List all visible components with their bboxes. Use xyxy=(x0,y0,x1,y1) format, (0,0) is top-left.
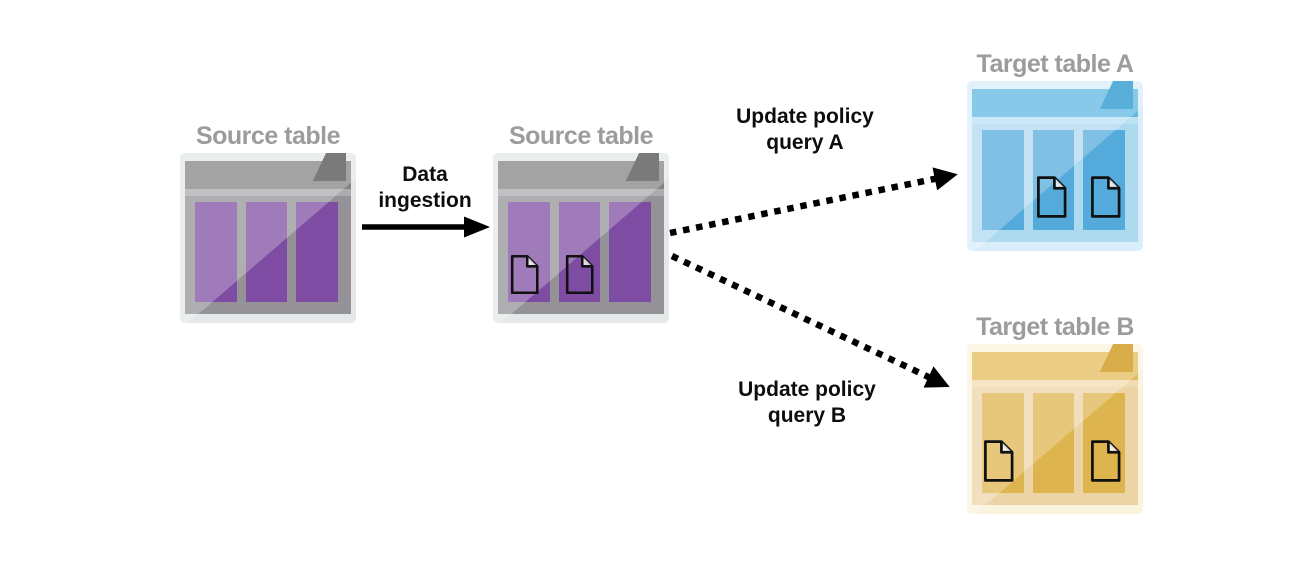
table-column xyxy=(195,202,237,302)
document-icon xyxy=(1089,175,1122,219)
table-column xyxy=(982,130,1024,230)
source-table-1-label: Source table xyxy=(195,122,341,150)
source-table-2-label: Source table xyxy=(508,122,654,150)
table-header-underline xyxy=(972,380,1138,387)
document-icon xyxy=(982,439,1015,483)
update-policy-b-label: Update policy query B xyxy=(712,377,902,429)
source-table-1-block: Source table xyxy=(180,122,356,323)
update-policy-a-label: Update policy query A xyxy=(710,104,900,156)
target-table-b-block: Target table B xyxy=(967,313,1143,514)
source-table-1-graphic xyxy=(180,153,356,323)
arrowhead xyxy=(464,216,490,238)
table-header-underline xyxy=(185,189,351,196)
target-table-b-label: Target table B xyxy=(976,313,1134,341)
source-table-2-block: Source table xyxy=(493,122,669,323)
source-table-2-graphic xyxy=(493,153,669,323)
document-icon xyxy=(564,252,595,297)
table-body xyxy=(185,196,351,314)
target-table-a-label: Target table A xyxy=(976,50,1134,78)
document-icon xyxy=(509,252,540,297)
table-header-underline xyxy=(498,189,664,196)
table-column xyxy=(508,202,550,302)
target-table-a-block: Target table A xyxy=(967,50,1143,251)
target-table-b-graphic xyxy=(967,344,1143,514)
table-column xyxy=(245,202,288,302)
document-icon xyxy=(1089,439,1122,483)
table-column xyxy=(296,202,339,302)
data-ingestion-arrow xyxy=(362,216,490,238)
table-header-underline xyxy=(972,117,1138,124)
data-ingestion-label-line2: ingestion xyxy=(378,189,472,212)
table-column xyxy=(609,202,652,302)
document-icon xyxy=(1035,175,1068,219)
update-policy-a-line1: Update policy xyxy=(736,105,874,128)
update-policy-b-line2: query B xyxy=(767,404,847,427)
table-column xyxy=(1032,393,1075,493)
update-policy-b-line1: Update policy xyxy=(738,378,876,401)
target-table-a-graphic xyxy=(967,81,1143,251)
data-ingestion-label-line1: Data xyxy=(402,163,448,186)
update-policy-a-line2: query A xyxy=(766,131,844,154)
data-ingestion-label: Data ingestion xyxy=(350,162,500,214)
update-policy-a-arrow xyxy=(669,167,958,237)
update-policy-b-arrow xyxy=(670,253,950,388)
